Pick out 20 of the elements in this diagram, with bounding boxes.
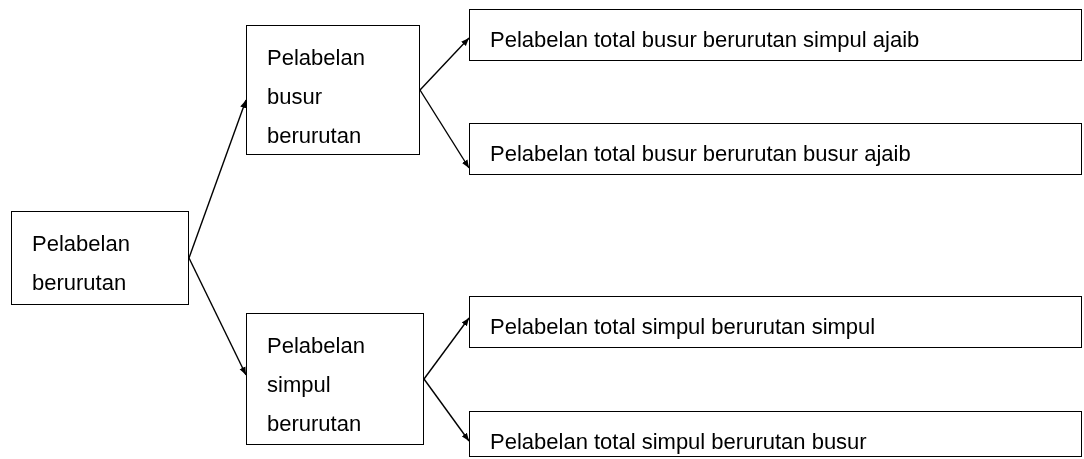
- process-box: [246, 313, 424, 445]
- arrow: [419, 37, 470, 91]
- process-box: [11, 211, 189, 305]
- box-label: Pelabelan total busur berurutan simpul ajaib: [490, 26, 920, 54]
- process-box: [246, 25, 420, 155]
- process-box: [469, 411, 1082, 457]
- arrow: [423, 317, 470, 380]
- arrow: [188, 257, 247, 376]
- arrow: [419, 89, 470, 169]
- box-label: Pelabelan simpul berurutan: [267, 332, 366, 438]
- box-label: Pelabelan busur berurutan: [267, 44, 366, 150]
- process-box: [469, 9, 1082, 61]
- box-label: Pelabelan total simpul berurutan simpul: [490, 313, 876, 341]
- arrow: [188, 99, 247, 259]
- box-label: Pelabelan berurutan: [32, 230, 131, 297]
- arrow: [423, 378, 470, 442]
- process-box: [469, 123, 1082, 175]
- box-label: Pelabelan total busur berurutan busur ajaib: [490, 140, 911, 168]
- box-label: Pelabelan total simpul berurutan busur: [490, 428, 867, 456]
- process-box: [469, 296, 1082, 348]
